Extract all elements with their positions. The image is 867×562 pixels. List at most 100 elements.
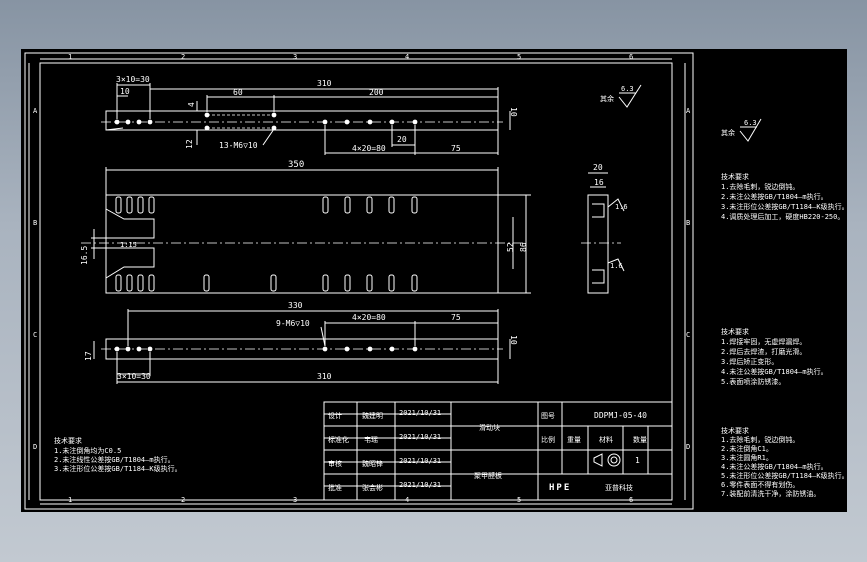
roughness-value: 6.3 [621,85,634,93]
slot-hole [126,274,133,292]
slot-hole [137,274,144,292]
note-line: 5.表面喷涂防锈漆。 [721,377,785,386]
tb-date: 2021/10/31 [399,409,441,417]
hole [412,119,418,125]
tb-label: 数量 [633,435,647,444]
dim-text: 4×20=80 [352,144,386,153]
side-step [592,203,605,218]
tb-name: 韦瑶 [364,435,378,444]
roughness-text: 1.6 [615,203,628,211]
dim-text: 310 [317,372,332,381]
top-rail-view[interactable]: 3×10=30 10 310 60 200 4 12 13-M6▽10 4×20… [101,75,518,155]
sheet-outer-border [24,52,694,510]
bottom-rail-view[interactable]: 330 9-M6▽10 4×20=80 75 10 17 3×10=30 310 [84,301,518,384]
roughness-value: 6.3 [744,119,757,127]
chamfer-line [105,127,124,131]
hole [412,346,418,352]
leader-line [320,326,326,347]
slot-label: 1:15 [120,241,137,249]
slot-hole [366,196,373,214]
title-block[interactable]: 设计 魏建明 2021/10/31 标准化 韦瑶 2021/10/31 审核 魏… [323,401,673,501]
tb-label: 批准 [328,483,342,492]
side-outline [587,194,609,294]
hole [367,119,373,125]
slot-hole [115,274,122,292]
zone-col-label: 1 [68,496,72,504]
slot-hole [148,196,155,214]
dim-text: 3×10=30 [117,372,151,381]
hole [389,119,395,125]
quantity: 1 [635,456,640,465]
dim-text: 10 [120,87,130,96]
hole [367,346,373,352]
dim-text: 4 [187,102,196,107]
title-block-border [323,401,673,501]
tb-date: 2021/10/31 [399,481,441,489]
slot-hole [411,274,418,292]
slot-hole [322,196,329,214]
hole [114,119,120,125]
slot-upper [105,208,155,239]
note-line: 2.未注倒角C1。 [721,444,773,453]
slot-hole [366,274,373,292]
hole [271,125,277,131]
dim-text: 200 [369,88,384,97]
hole [147,346,153,352]
roughness-symbol [607,198,625,212]
dim-text: 75 [451,144,461,153]
note-line: 1.去除毛刺，锐边倒钝。 [721,182,799,191]
tb-date: 2021/10/31 [399,457,441,465]
roughness-label: 其余 [600,94,614,103]
cad-drawing-canvas[interactable]: 1 2 3 4 5 6 1 2 3 4 5 6 A B C D A B C D [21,49,847,512]
zone-row-label: C [686,331,690,339]
hole [271,112,277,118]
part-name: 滑动块 [479,423,500,432]
dim-text: 52 [506,242,515,252]
company-name: 亚普科技 [605,483,633,492]
dim-text: 12 [185,139,194,149]
slot-lower [105,247,155,279]
hole [344,346,350,352]
rail-outline [105,110,499,131]
zone-col-label: 3 [293,496,297,504]
slot-hole [203,274,210,292]
plan-view[interactable]: 350 16.5 52 86 1:15 [80,160,531,294]
slot-hole [344,274,351,292]
zone-row-label: A [686,107,691,115]
side-view[interactable]: 20 16 1.6 1.6 [581,163,628,294]
tb-name: 魏昭锋 [362,459,383,468]
note-line: 3.未注形位公差按GB/T1184—K级执行。 [54,464,182,473]
note-line: 3.未注圆角R1。 [721,453,773,462]
slot-hole [148,274,155,292]
note-line: 2.未注线性公差按GB/T1804—m执行。 [54,455,175,464]
zone-col-label: 3 [293,53,297,61]
zone-row-label: D [33,443,37,451]
slot-hole [388,274,395,292]
roughness-note: 其余 6.3 [600,84,642,108]
note-line: 3.未注形位公差按GB/T1184—K级执行。 [721,202,847,211]
hole-callout: 9-M6▽10 [276,319,310,328]
roughness-label: 其余 [721,128,735,137]
zone-col-label: 2 [181,496,185,504]
hole [136,119,142,125]
dim-text: 16 [594,178,604,187]
slot-hole [137,196,144,214]
roughness-symbol [618,84,642,108]
hole [125,346,131,352]
zone-col-label: 2 [181,53,185,61]
hole-callout: 13-M6▽10 [219,141,258,150]
note-line: 1.去除毛刺，锐边倒钝。 [721,435,799,444]
dim-text: 350 [288,160,304,170]
hole [344,119,350,125]
note-line: 4.未注公差按GB/T1804—m执行。 [721,367,828,376]
tb-label: 图号 [541,412,555,420]
plan-outline [105,194,499,294]
slot-hole [322,274,329,292]
zone-col-label: 6 [629,53,633,61]
sheet-inner-border [39,62,673,501]
tb-name: 张会彬 [362,483,383,492]
notes-title: 技术要求 [721,426,749,435]
slot-hole [270,274,277,292]
note-line: 5.未注形位公差按GB/T1184—K级执行。 [721,471,847,480]
tb-label: 审核 [328,459,342,468]
